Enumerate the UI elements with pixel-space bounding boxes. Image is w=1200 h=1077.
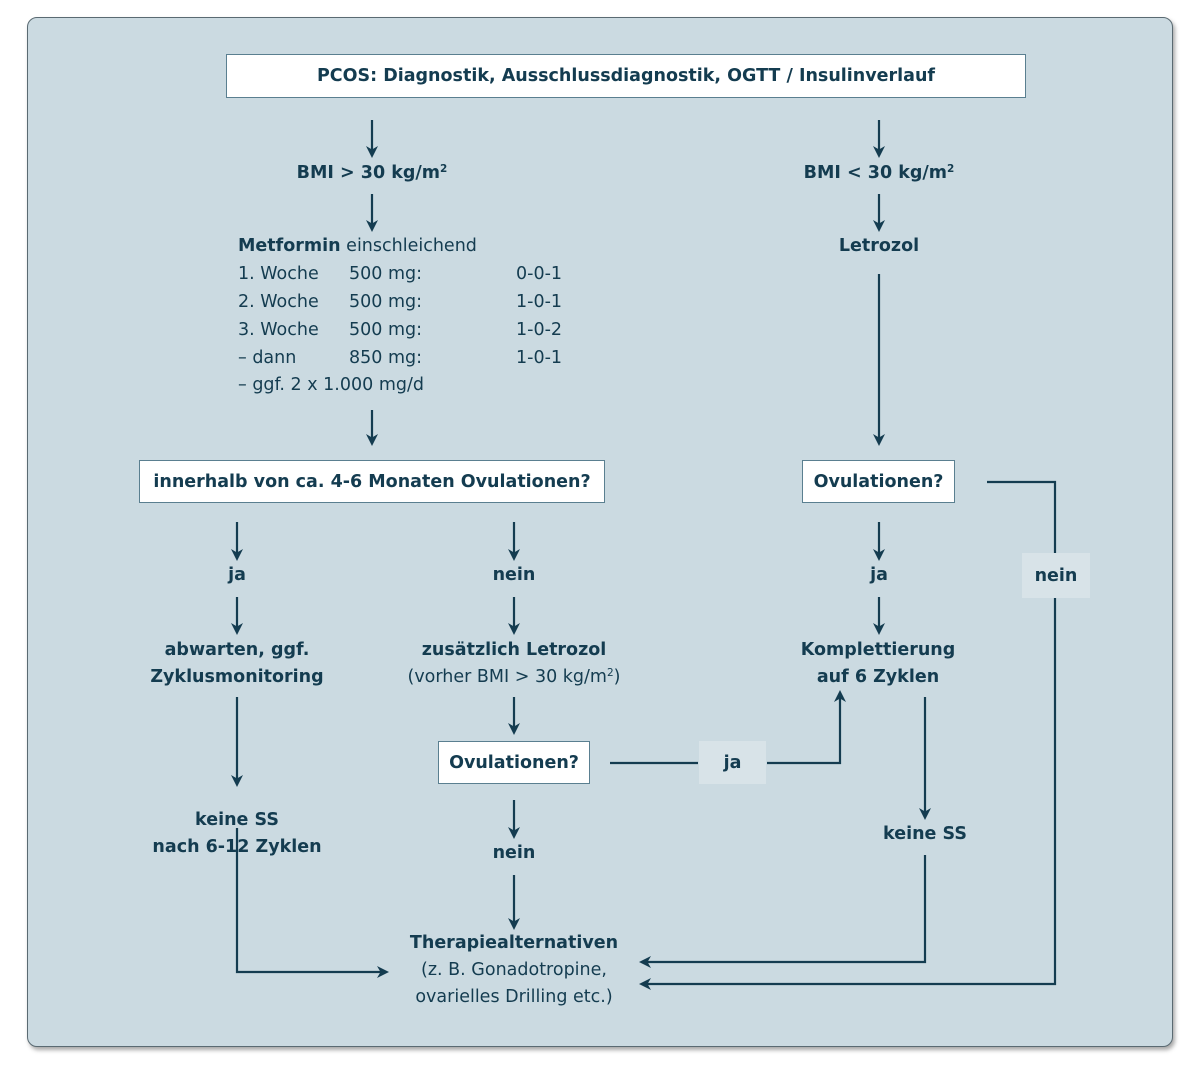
middle-nein-label: nein — [492, 843, 536, 863]
diagram-panel — [27, 17, 1173, 1047]
right-nein-label: nein — [1034, 565, 1078, 586]
arrow-ovulation-ja-to-completion-2 — [767, 690, 846, 765]
therapy-alternatives: Therapiealternativen (z. B. Gonadotropin… — [374, 930, 654, 1011]
top-diagnostics-label: PCOS: Diagnostik, Ausschlussdiagnostik, … — [316, 66, 936, 86]
dosing-schedule: 1-0-2 — [516, 320, 563, 340]
therapy-title: Therapiealternativen — [409, 933, 619, 953]
right-ovulation-label: Ovulationen? — [813, 471, 944, 492]
therapy-line3: ovarielles Drilling etc.) — [415, 987, 613, 1007]
middle-ja-chip: ja — [699, 741, 766, 784]
bmi-high-label: BMI > 30 kg/m2 — [272, 160, 472, 187]
dosing-period: 1. Woche — [238, 264, 319, 284]
arrow-keine-ss-right-to-therapie — [639, 855, 927, 968]
arrow-right-ovulation-nein-bottom — [639, 598, 1057, 990]
dosing-dose: 500 mg: — [349, 320, 423, 340]
wait-monitoring-text: abwarten, ggf. Zyklusmonitoring — [117, 637, 357, 691]
no-pregnancy-right: keine SS — [883, 824, 967, 844]
additional-letrozol-close: ) — [613, 667, 621, 687]
additional-letrozol-sup: 2 — [606, 667, 614, 680]
right-ovulation-box: Ovulationen? — [802, 460, 955, 503]
left-ja-label: ja — [228, 565, 246, 585]
dosing-schedule: 1-0-1 — [516, 292, 563, 312]
completion-line1: Komplettierung — [800, 640, 956, 660]
additional-letrozol-text: zusätzlich Letrozol (vorher BMI > 30 kg/… — [374, 637, 654, 691]
arrow-right-ovulation-nein-top — [987, 480, 1057, 553]
middle-ovulation-box: Ovulationen? — [438, 741, 590, 784]
bmi-high-text: BMI > 30 kg/m — [296, 163, 441, 183]
therapy-line2: (z. B. Gonadotropine, — [421, 960, 607, 980]
ovulation-question-label: innerhalb von ca. 4-6 Monaten Ovulatione… — [153, 471, 591, 492]
no-pregnancy-left-line2: nach 6-12 Zyklen — [152, 837, 322, 857]
additional-letrozol-line2: (vorher BMI > 30 kg/m2) — [374, 664, 654, 691]
middle-ja-label: ja — [723, 752, 742, 773]
metformin-title: Metformin — [238, 236, 341, 256]
metformin-suffix: einschleichend — [340, 236, 477, 256]
dosing-schedule: 1-0-1 — [516, 348, 563, 368]
arrow-keine-ss-left-to-therapie — [235, 828, 389, 978]
dosing-schedule: 0-0-1 — [516, 264, 563, 284]
top-diagnostics-box: PCOS: Diagnostik, Ausschlussdiagnostik, … — [226, 54, 1026, 98]
metformin-heading: Metformin einschleichend — [238, 233, 477, 260]
additional-letrozol-line1: zusätzlich Letrozol — [421, 640, 607, 660]
no-pregnancy-left-line1: keine SS — [195, 810, 279, 830]
dosing-period: 3. Woche — [238, 320, 319, 340]
completion-line2: auf 6 Zyklen — [816, 667, 940, 687]
wait-line1: abwarten, ggf. — [164, 640, 310, 660]
completion-text: Komplettierung auf 6 Zyklen — [758, 637, 998, 691]
middle-ovulation-label: Ovulationen? — [449, 752, 579, 773]
dosing-period: – dann — [238, 348, 297, 368]
left-nein-label: nein — [492, 565, 536, 585]
wait-line2: Zyklusmonitoring — [150, 667, 324, 687]
bmi-low-label: BMI < 30 kg/m2 — [779, 160, 979, 187]
additional-letrozol-line2-text: (vorher BMI > 30 kg/m — [407, 667, 607, 687]
dosing-period: 2. Woche — [238, 292, 319, 312]
ovulation-question-box: innerhalb von ca. 4-6 Monaten Ovulatione… — [139, 460, 605, 503]
bmi-high-sup: 2 — [440, 163, 448, 176]
no-pregnancy-left: keine SS nach 6-12 Zyklen — [117, 807, 357, 861]
dosing-dose: 500 mg: — [349, 264, 423, 284]
right-ja-label: ja — [870, 565, 888, 585]
letrozol-label: Letrozol — [838, 236, 920, 256]
bmi-low-sup: 2 — [947, 163, 955, 176]
right-nein-chip: nein — [1022, 553, 1090, 598]
dosing-dose: 850 mg: — [349, 348, 423, 368]
bmi-low-text: BMI < 30 kg/m — [803, 163, 948, 183]
dosing-extra: – ggf. 2 x 1.000 mg/d — [238, 375, 424, 395]
dosing-dose: 500 mg: — [349, 292, 423, 312]
